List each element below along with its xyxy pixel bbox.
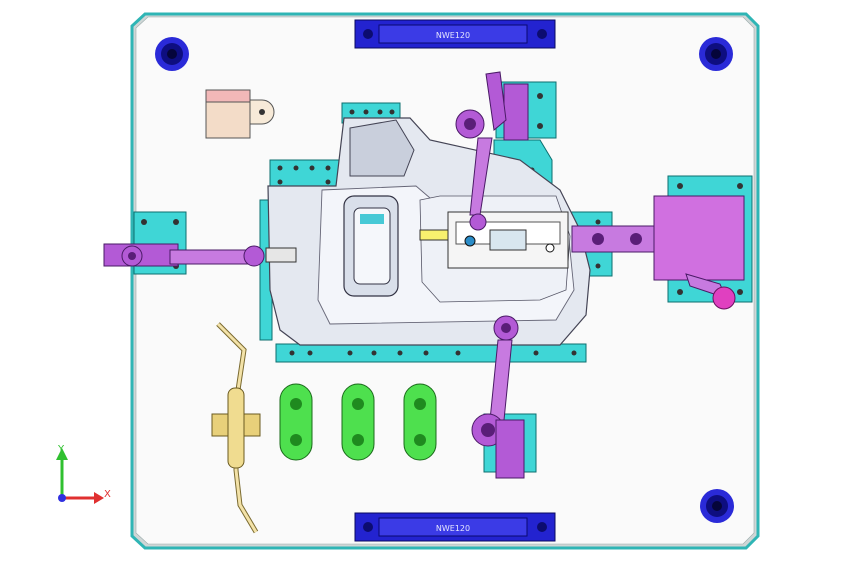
- nameplate-bottom-label: NWE120: [436, 524, 470, 533]
- wire-spring-part[interactable]: [211, 322, 261, 534]
- locating-block-top-left[interactable]: [205, 89, 275, 139]
- support-bracket-left[interactable]: [259, 159, 341, 341]
- green-locator-3[interactable]: [403, 383, 437, 461]
- nameplate-top[interactable]: NWE120: [354, 19, 556, 49]
- nameplate-bottom[interactable]: NWE120: [354, 512, 556, 542]
- toggle-clamp-lower[interactable]: [471, 315, 537, 479]
- corner-bolt-top-right: [699, 37, 733, 71]
- green-locator-2[interactable]: [341, 383, 375, 461]
- corner-bolt-top-left: [155, 37, 189, 71]
- toggle-clamp-upper[interactable]: [455, 71, 557, 231]
- coordinate-triad: Y X: [56, 444, 111, 504]
- triad-x-label: X: [104, 489, 111, 500]
- toggle-clamp-left[interactable]: [103, 211, 297, 275]
- green-locator-1[interactable]: [279, 383, 313, 461]
- corner-bolt-bottom-right: [700, 489, 734, 523]
- toggle-clamp-right[interactable]: [571, 175, 753, 310]
- triad-y-label: Y: [57, 444, 65, 455]
- support-bracket-bottom[interactable]: [275, 343, 587, 363]
- triad-z-axis: [58, 494, 66, 502]
- nameplate-top-label: NWE120: [436, 31, 470, 40]
